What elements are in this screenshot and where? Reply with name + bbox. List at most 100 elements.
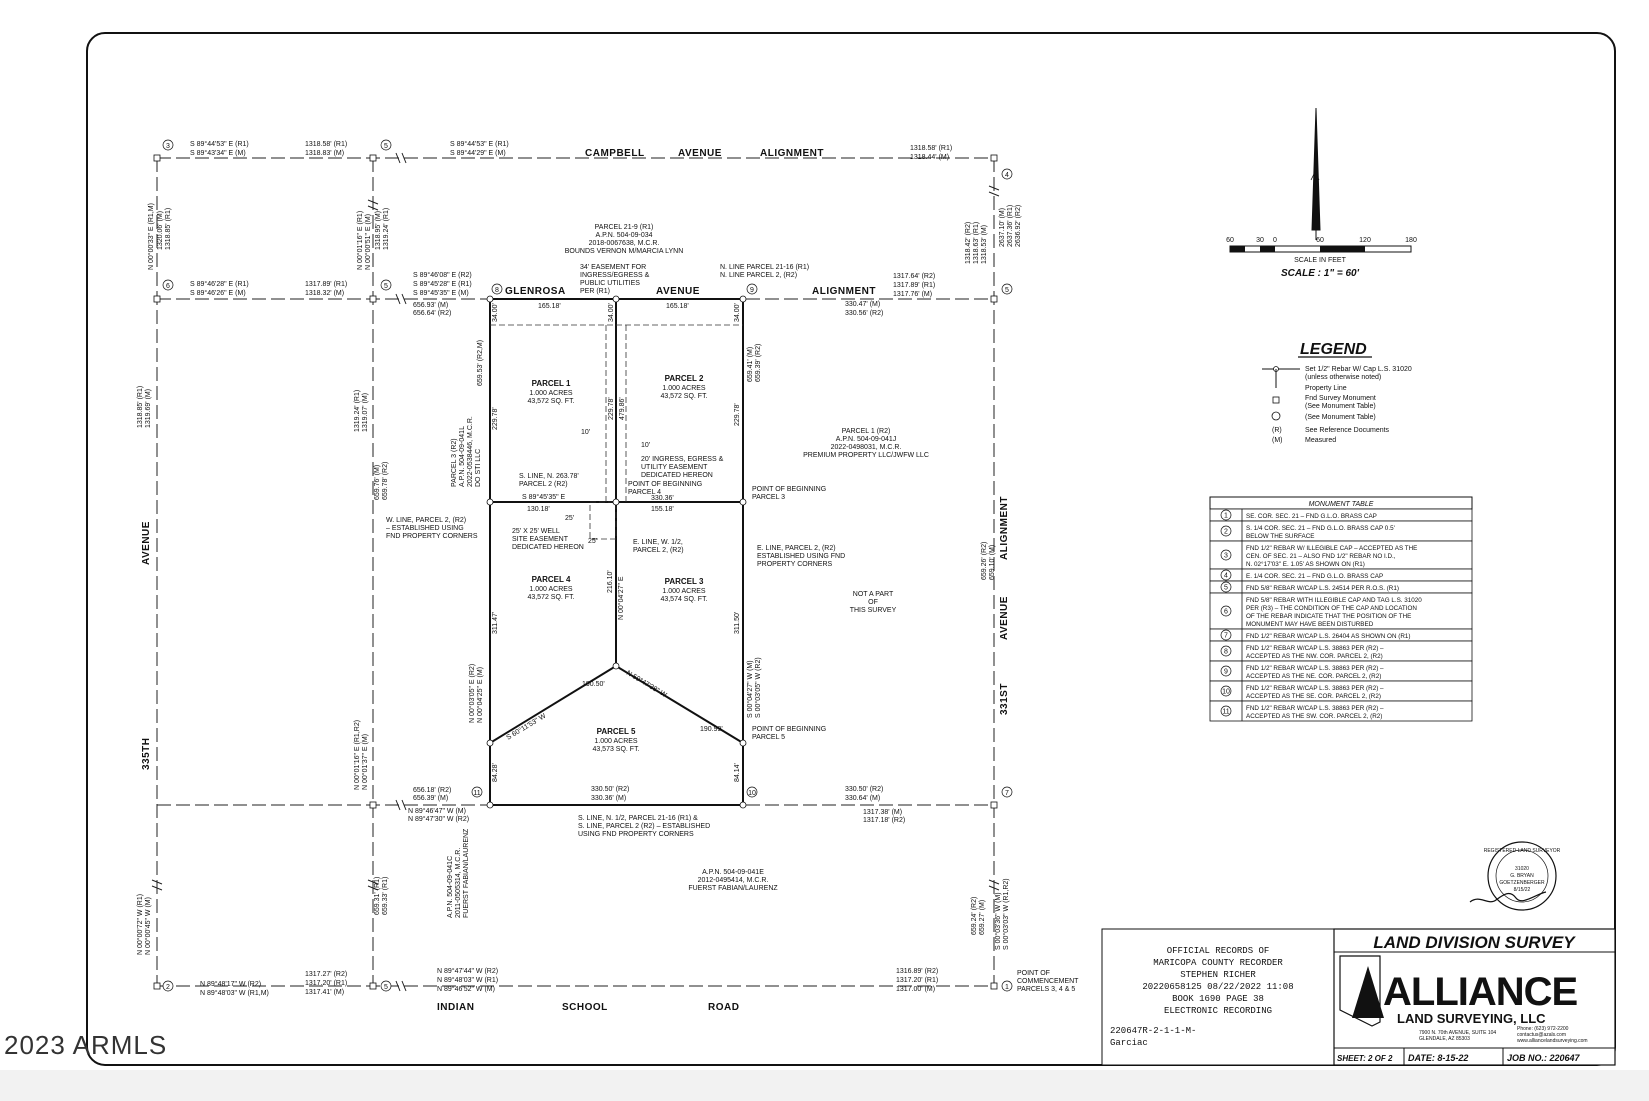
street-campbell-2: AVENUE	[678, 148, 722, 159]
svg-text:1317.18' (R2): 1317.18' (R2)	[863, 817, 905, 824]
street-indian-2: SCHOOL	[562, 1002, 608, 1013]
svg-text:1318.42' (R2): 1318.42' (R2)	[965, 222, 972, 264]
monument-description: FND 1/2" REBAR W/CAP L.S. 38863 PER (R2)…	[1246, 645, 1384, 652]
svg-text:POINT OF: POINT OF	[1017, 970, 1050, 977]
svg-text:(M): (M)	[1272, 437, 1283, 444]
svg-text:60: 60	[1316, 237, 1324, 244]
svg-text:659.39' (R2): 659.39' (R2)	[755, 344, 762, 382]
svg-text:1318.58' (R1): 1318.58' (R1)	[910, 145, 952, 152]
svg-text:PARCEL 4: PARCEL 4	[532, 575, 571, 584]
marker-7: 7	[1001, 786, 1013, 798]
north-arrow-icon	[1310, 107, 1321, 240]
svg-text:311.47': 311.47'	[492, 612, 499, 634]
svg-text:659.33' (R1): 659.33' (R1)	[382, 877, 389, 915]
svg-text:2018-0067638, M.C.R.: 2018-0067638, M.C.R.	[589, 240, 660, 247]
recording-block: OFFICIAL RECORDS OF MARICOPA COUNTY RECO…	[1101, 928, 1335, 1066]
monument-number: 1	[1224, 513, 1228, 520]
svg-text:N 89°48'17" W (R2): N 89°48'17" W (R2)	[200, 980, 261, 988]
top-line-labels: S 89°44'53" E (R1) S 89°43'34" E (M) 131…	[190, 140, 952, 161]
svg-text:PARCEL 2, (R2): PARCEL 2, (R2)	[633, 547, 684, 554]
svg-text:84.28': 84.28'	[492, 763, 499, 782]
svg-text:BOOK 1690 PAGE 38: BOOK 1690 PAGE 38	[1172, 994, 1264, 1004]
svg-text:659.26' (R2): 659.26' (R2)	[981, 542, 988, 580]
street-glenrosa-3: ALIGNMENT	[812, 286, 876, 297]
monument-number: 9	[1224, 669, 1228, 676]
monument-callouts: 3 5 4 6 5 8 9 5 11 10 7 2 5 1	[162, 139, 1013, 992]
svg-text:5: 5	[384, 283, 388, 290]
svg-text:330.50' (R2): 330.50' (R2)	[845, 786, 883, 793]
monument-description: ACCEPTED AS THE NW. COR. PARCEL 2, (R2)	[1246, 653, 1383, 660]
svg-text:POINT OF BEGINNING: POINT OF BEGINNING	[752, 726, 826, 733]
svg-text:130.18': 130.18'	[527, 506, 550, 513]
marker-10: 10	[746, 786, 758, 798]
svg-text:POINT OF BEGINNING: POINT OF BEGINNING	[752, 486, 826, 493]
svg-text:1.000 ACRES: 1.000 ACRES	[662, 385, 706, 392]
svg-text:7: 7	[1005, 790, 1009, 797]
svg-text:656.93' (M): 656.93' (M)	[413, 302, 448, 309]
svg-text:BOUNDS VERNON M/MARCIA LYNN: BOUNDS VERNON M/MARCIA LYNN	[565, 248, 684, 255]
svg-text:PUBLIC UTILITIES: PUBLIC UTILITIES	[580, 280, 640, 287]
street-331-2: AVENUE	[999, 596, 1010, 640]
svg-text:www.alliancelandsurveying.com: www.alliancelandsurveying.com	[1517, 1038, 1588, 1044]
svg-text:LAND DIVISION SURVEY: LAND DIVISION SURVEY	[1373, 933, 1576, 952]
svg-text:190.50': 190.50'	[582, 681, 605, 688]
svg-text:2637.10' (M): 2637.10' (M)	[999, 208, 1006, 247]
street-glenrosa-1: GLENROSA	[505, 286, 566, 297]
svg-text:Property Line: Property Line	[1305, 385, 1347, 392]
svg-text:FUERST FABIAN/LAURENZ: FUERST FABIAN/LAURENZ	[688, 885, 778, 892]
svg-text:Set 1/2" Rebar W/ Cap L.S. 310: Set 1/2" Rebar W/ Cap L.S. 31020	[1305, 366, 1412, 373]
svg-text:N 00°00'51" E (M): N 00°00'51" E (M)	[364, 214, 372, 270]
monument-description: FND 1/2" REBAR W/ ILLEGIBLE CAP – ACCEPT…	[1246, 545, 1417, 552]
note-ingress-20: 20' INGRESS, EGRESS & UTILITY EASEMENT D…	[641, 456, 724, 479]
svg-text:1318.44' (M): 1318.44' (M)	[910, 154, 949, 161]
svg-text:PARCEL 3: PARCEL 3	[752, 494, 785, 501]
svg-text:4: 4	[1005, 172, 1009, 179]
svg-text:1317.89' (R1): 1317.89' (R1)	[305, 281, 347, 288]
monument-number: 7	[1224, 633, 1228, 640]
svg-text:659.31' (R1): 659.31' (R1)	[374, 877, 381, 915]
monument-description: FND 5/8" REBAR W/CAP L.S. 24514 PER R.O.…	[1246, 585, 1399, 592]
svg-text:330.56' (R2): 330.56' (R2)	[845, 310, 883, 317]
monument-number: 8	[1224, 649, 1228, 656]
svg-text:311.50': 311.50'	[734, 612, 741, 634]
svg-text:1319.07' (M): 1319.07' (M)	[362, 393, 369, 432]
street-335-2: 335TH	[141, 737, 152, 770]
svg-text:20220658125 08/22/2022 11:08: 20220658125 08/22/2022 11:08	[1142, 982, 1293, 992]
svg-text:190.99': 190.99'	[700, 726, 723, 733]
svg-text:E. LINE, PARCEL 2, (R2): E. LINE, PARCEL 2, (R2)	[757, 545, 836, 552]
svg-text:N 00°03'05" E (R2): N 00°03'05" E (R2)	[468, 664, 476, 723]
street-331-3: 331ST	[999, 683, 1010, 715]
svg-text:8: 8	[495, 287, 499, 294]
svg-text:SCALE IN FEET: SCALE IN FEET	[1294, 257, 1346, 264]
svg-text:OFFICIAL RECORDS OF: OFFICIAL RECORDS OF	[1167, 946, 1270, 956]
monument-description: S. 1/4 COR. SEC. 21 – FND G.L.O. BRASS C…	[1246, 525, 1395, 532]
svg-text:Garciac: Garciac	[1110, 1038, 1148, 1048]
monument-description: N. 02°17'03" E. 1.05' AS SHOWN ON (R1)	[1246, 560, 1365, 568]
svg-text:1318.53' (M): 1318.53' (M)	[981, 225, 988, 264]
monument-description: FND 5/8" REBAR WITH ILLEGIBLE CAP AND TA…	[1246, 597, 1422, 604]
monument-number: 4	[1224, 573, 1228, 580]
svg-text:S 00°03'36" W (M): S 00°03'36" W (M)	[994, 892, 1002, 950]
note-e-line-w12: E. LINE, W. 1/2, PARCEL 2, (R2)	[633, 539, 684, 554]
vertical-labels: N 00°00'33" E (R1,M) 1320.06' (M) 1318.8…	[136, 203, 1022, 955]
svg-text:10': 10'	[641, 442, 650, 449]
svg-text:PARCELS 3, 4 & 5: PARCELS 3, 4 & 5	[1017, 986, 1075, 993]
svg-text:43,572 SQ. FT.: 43,572 SQ. FT.	[527, 398, 574, 405]
surveyor-seal: REGISTERED LAND SURVEYOR 31020 G. BRYAN …	[1469, 841, 1561, 911]
scale-bar: 60 30 0 60 120 180 SCALE IN FEET SCALE :…	[1226, 237, 1417, 279]
svg-text:43,573 SQ. FT.: 43,573 SQ. FT.	[592, 746, 639, 753]
svg-text:2022-0498031, M.C.R.: 2022-0498031, M.C.R.	[831, 444, 902, 451]
svg-text:659.27' (M): 659.27' (M)	[979, 900, 986, 935]
svg-text:FND PROPERTY CORNERS: FND PROPERTY CORNERS	[386, 533, 478, 540]
svg-text:A.P.N. 504-09-041E: A.P.N. 504-09-041E	[702, 869, 764, 876]
street-335-1: AVENUE	[141, 521, 152, 565]
svg-text:W. LINE, PARCEL 2, (R2): W. LINE, PARCEL 2, (R2)	[386, 517, 466, 524]
svg-text:1320.06' (M): 1320.06' (M)	[157, 211, 164, 250]
svg-text:A.P.N. 504-09-041L: A.P.N. 504-09-041L	[459, 426, 466, 487]
svg-text:PARCEL 2: PARCEL 2	[665, 374, 704, 383]
svg-text:25' X 25' WELL: 25' X 25' WELL	[512, 528, 560, 535]
svg-text:S. LINE, N. 1/2, PARCEL 21-16: S. LINE, N. 1/2, PARCEL 21-16 (R1) &	[578, 815, 698, 822]
